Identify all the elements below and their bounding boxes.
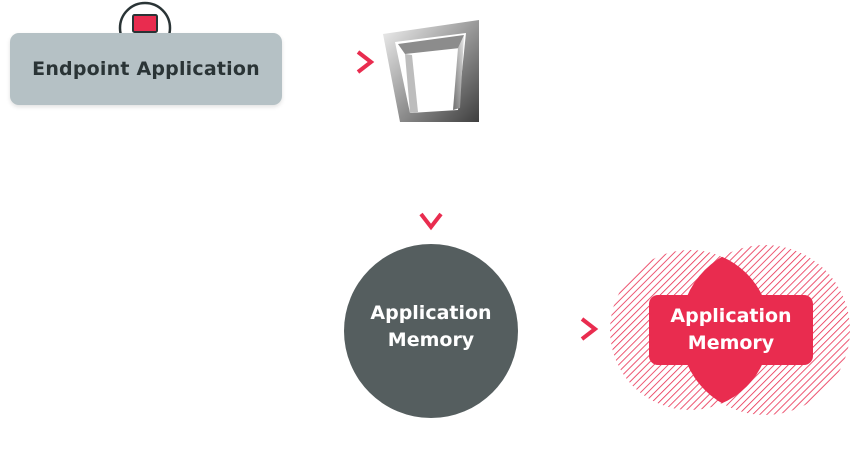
compromised-memory-line1: Application (670, 305, 792, 327)
compromised-memory-line2: Memory (687, 332, 775, 354)
arrow-endpoint-to-gateway (284, 50, 375, 74)
memory-circle (344, 244, 518, 418)
arrow-gateway-to-memory (419, 138, 443, 231)
arrow-memory-to-compromised (527, 317, 599, 341)
compromised-memory-node: Application Memory (649, 295, 813, 365)
endpoint-application-node: Endpoint Application (10, 33, 282, 105)
endpoint-application-label: Endpoint Application (32, 58, 260, 80)
memory-circle-line2: Memory (387, 329, 475, 351)
memory-circle-line1: Application (370, 302, 492, 324)
gateway-frame-icon (383, 20, 479, 122)
memory-circle-label: Application Memory (345, 300, 517, 362)
